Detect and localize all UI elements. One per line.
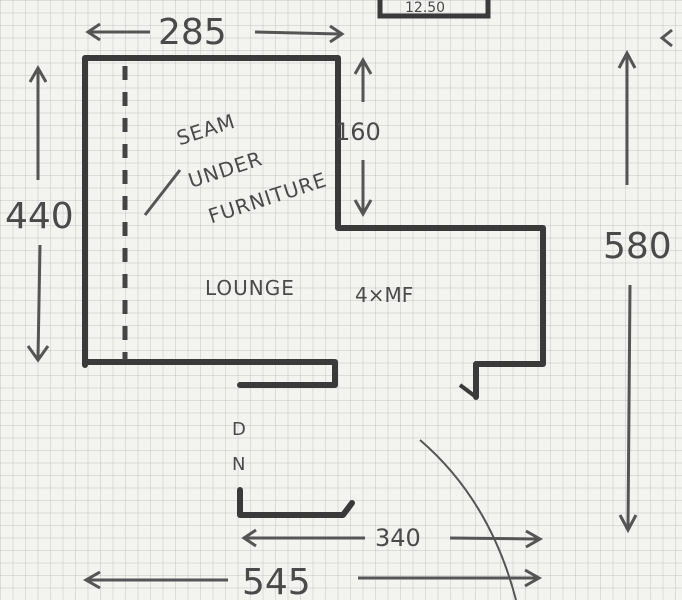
edge-arrow-mark bbox=[659, 28, 673, 48]
dimension-total-width: 545 bbox=[82, 562, 543, 600]
left-height-label: 440 bbox=[5, 196, 74, 237]
dimension-top-width: 285 bbox=[85, 12, 345, 53]
dimension-bottom-inner-width: 340 bbox=[241, 524, 544, 552]
step-height-label: 160 bbox=[335, 118, 381, 146]
seam-pointer-line bbox=[143, 169, 182, 216]
top-width-label: 285 bbox=[158, 12, 227, 53]
bottom-inner-width-label: 340 bbox=[375, 524, 421, 552]
room-outline bbox=[82, 55, 546, 518]
total-height-label: 580 bbox=[603, 226, 672, 267]
seam-note: SEAM UNDER FURNITURE bbox=[174, 109, 330, 228]
seam-note-line-2: UNDER bbox=[185, 146, 265, 192]
material-label: 4×MF bbox=[355, 283, 413, 307]
door-mark-2: N bbox=[232, 454, 245, 475]
room-label: LOUNGE bbox=[205, 276, 295, 300]
door-stop-mark bbox=[458, 383, 478, 399]
top-partial-box: 12.50 bbox=[377, 0, 491, 19]
dimension-total-height: 580 bbox=[603, 49, 672, 534]
door-swing-arc bbox=[419, 439, 517, 600]
dimension-step-height: 160 bbox=[335, 56, 381, 218]
dimension-left-height: 440 bbox=[5, 64, 74, 363]
seam-note-line-1: SEAM bbox=[174, 109, 239, 150]
top-cut-label: 12.50 bbox=[405, 0, 445, 16]
door-mark-1: D bbox=[232, 419, 246, 440]
total-width-label: 545 bbox=[242, 562, 311, 600]
